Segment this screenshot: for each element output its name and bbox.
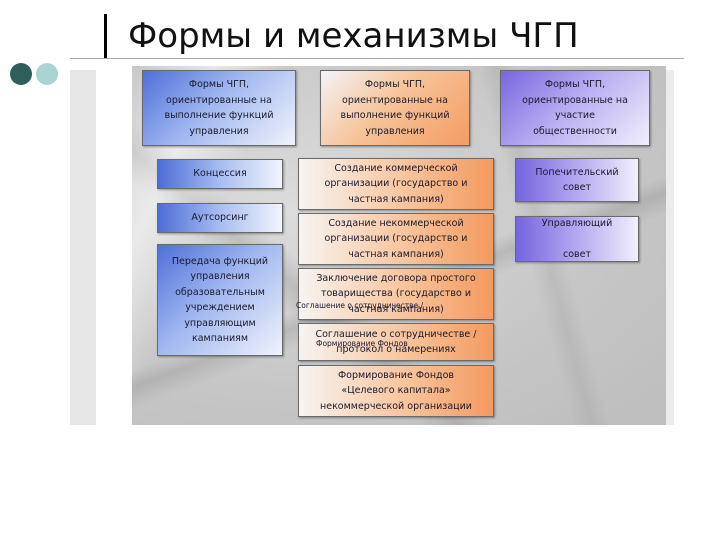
noncommercial-org-box: Создание некоммерческой организации (гос… [298,213,494,265]
board-of-trustees-box: Попечительский совет [515,158,639,202]
col1-header-box: Формы ЧГП, ориентированные на выполнение… [142,70,296,146]
light-dot-icon [36,63,58,85]
slide-title: Формы и механизмы ЧГП [128,16,579,56]
endowment-funds-box: Формирование Фондов «Целевого капитала» … [298,365,494,417]
overlapping-label-funds: Формирование Фондов [316,339,408,348]
col3-header-box: Формы ЧГП, ориентированные на участие об… [500,70,650,146]
frame-left-margin [70,70,96,425]
overlapping-label-agreement: Соглашение о сотрудничестве / [296,301,424,310]
concession-box: Концессия [157,159,283,189]
outsourcing-box: Аутсорсинг [157,203,283,233]
dark-dot-icon [10,63,32,85]
commercial-org-box: Создание коммерческой организации (госуд… [298,158,494,210]
cooperation-agreement-box: Соглашение о сотрудничестве / протокол о… [298,323,494,361]
partnership-contract-box: Заключение договора простого товариществ… [298,268,494,320]
title-divider [104,14,107,58]
cropped-header-strip [132,58,666,66]
governing-board-box: Управляющий совет [515,216,639,262]
frame-right-scrollbar [664,70,674,425]
col2-header-box: Формы ЧГП, ориентированные на выполнение… [320,70,470,146]
transfer-functions-box: Передача функций управления образователь… [157,244,283,356]
